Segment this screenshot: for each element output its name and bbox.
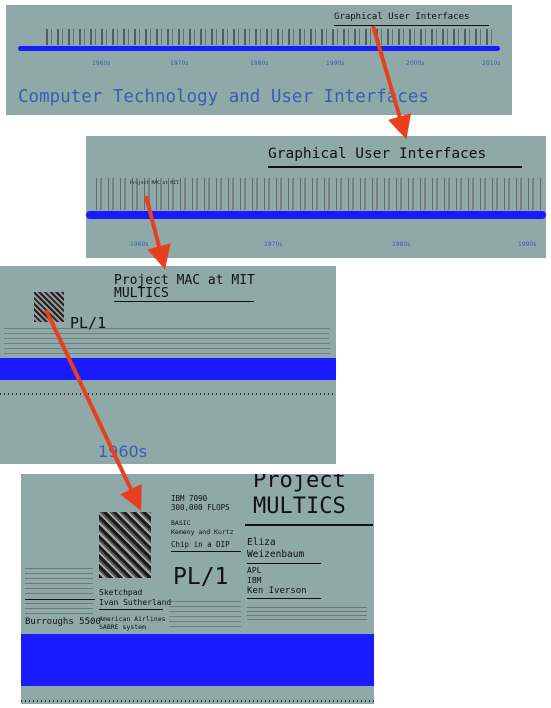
panel4-kemeny: Kemeny and Kurtz [171,528,234,536]
panel3-notes [4,326,330,354]
panel3-header-rule [114,301,254,302]
panel1-title: Computer Technology and User Interfaces [18,87,429,107]
panel-overview: Graphical User Interfaces 1960s 1970s 19… [6,5,512,115]
panel4-eliza: Eliza [247,537,276,548]
panel4-left-notes-2 [25,602,93,614]
panel4-left-notes [25,566,93,594]
panel1-tick-6: 2010s [482,60,500,67]
panel4-iverson: Ken Iverson [247,586,307,596]
panel4-sabre2: SABRE system [99,623,146,631]
panel2-header: Graphical User Interfaces [268,146,486,162]
panel1-header-rule [334,25,489,26]
panel-project-multics: Project MULTICS IBM 7090 300,000 FLOPS B… [21,474,374,704]
panel2-tick-1: 1960s [130,241,148,248]
panel4-mid-notes [169,599,241,627]
panel4-project: Project [253,474,346,493]
panel4-apl: APL [247,566,261,575]
panel4-ibm: IBM 7090 [171,494,207,503]
panel-1960s: Project MAC at MIT MULTICS PL/1 1960s [0,266,336,464]
panel4-sabre: American Airlines [99,615,166,623]
panel4-dotted-line [21,700,374,702]
panel4-chip: Chip in a DIP [171,540,230,549]
panel1-header: Graphical User Interfaces [334,12,469,22]
panel4-flops: 300,000 FLOPS [171,503,230,512]
panel2-timeline-bar [86,211,546,219]
panel4-left-rule [25,599,95,600]
panel3-timeline-bar [0,358,336,380]
panel4-chip-rule [171,551,241,552]
panel2-tick-4: 1990s [518,241,536,248]
panel4-header-rule [245,524,373,526]
panel1-tick-1: 1960s [92,60,110,67]
panel3-dotted-line [0,393,336,395]
panel1-timeline-bar [18,46,500,51]
panel1-timeline-clutter [46,29,496,45]
panel2-tick-3: 1980s [392,241,410,248]
panel1-tick-4: 1990s [326,60,344,67]
panel4-photo [99,512,151,578]
panel4-multics: MULTICS [253,494,346,519]
panel2-timeline-clutter [96,178,541,210]
panel1-tick-3: 1980s [250,60,268,67]
panel4-weizenbaum: Weizenbaum [247,549,304,560]
panel4-sketchpad-rule [99,609,163,610]
panel4-burroughs: Burroughs 5500 [25,617,101,627]
panel3-decade: 1960s [98,442,147,461]
panel4-sutherland: Ivan Sutherland [99,598,171,607]
panel4-apl-rule [247,598,321,599]
panel3-photo [34,292,64,322]
panel4-eliza-rule [247,563,321,564]
panel4-ibm2: IBM [247,576,261,585]
panel4-basic: BASIC [171,519,191,527]
panel-gui-detail: Graphical User Interfaces Project MAC at… [86,136,546,258]
panel3-subheader: MULTICS [114,286,169,301]
panel2-tick-2: 1970s [264,241,282,248]
panel1-tick-2: 1970s [170,60,188,67]
panel4-right-notes [247,604,367,620]
panel4-timeline-bar [21,634,374,686]
panel4-pl1: PL/1 [173,564,228,590]
panel2-header-rule [268,166,522,168]
panel1-tick-5: 2000s [406,60,424,67]
panel4-sketchpad: Sketchpad [99,588,142,597]
